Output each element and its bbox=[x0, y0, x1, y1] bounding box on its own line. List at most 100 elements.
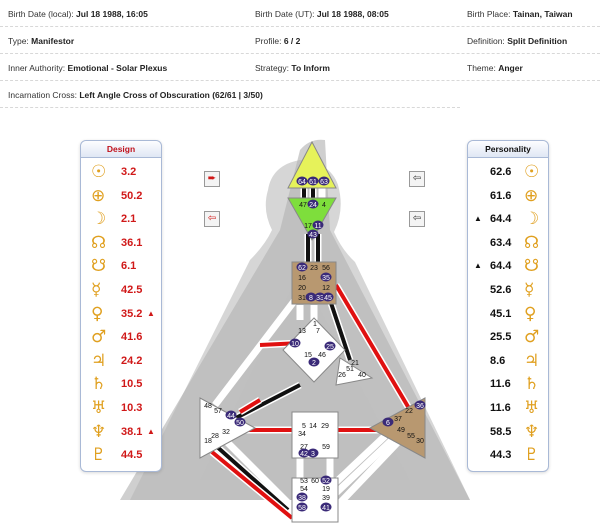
venus-icon: ♀ bbox=[91, 303, 104, 324]
personality-row: ⊕61.6 bbox=[468, 185, 548, 207]
uranus-icon: ♅ bbox=[91, 398, 107, 418]
design-row: ☿ 42.5 bbox=[81, 279, 161, 301]
channel-45-21 bbox=[328, 299, 352, 361]
personality-row: ♄ 11.6 bbox=[468, 373, 548, 395]
neptune-icon: ♆ bbox=[91, 421, 107, 442]
personality-gate-value: 63.4 bbox=[490, 236, 512, 249]
personality-panel-title: Personality bbox=[468, 141, 548, 158]
channel-28-38 bbox=[213, 443, 290, 512]
gate-marker bbox=[318, 176, 330, 186]
moon-icon: ☽ bbox=[524, 209, 540, 230]
neptune-icon: ♆ bbox=[524, 421, 540, 442]
gate-marker bbox=[296, 262, 308, 272]
design-row: ☋ 6.1 bbox=[81, 255, 161, 277]
channel-18-58 bbox=[210, 450, 294, 520]
personality-gate-value: 25.5 bbox=[490, 331, 512, 344]
gate-marker bbox=[307, 448, 319, 458]
gate-number: 59 bbox=[322, 444, 330, 451]
gate-marker bbox=[298, 448, 310, 458]
personality-gate-value: 8.6 bbox=[490, 354, 506, 367]
info-row-4: Incarnation Cross: Left Angle Cross of O… bbox=[0, 81, 460, 108]
channel-20-57 bbox=[213, 298, 297, 407]
design-row: ☽2.1 bbox=[81, 208, 161, 230]
design-gate-value: 6.1 bbox=[121, 260, 137, 273]
design-gate-value: 24.2 bbox=[121, 354, 143, 367]
design-gate-value: 42.5 bbox=[121, 284, 143, 296]
solar-plexus-center bbox=[368, 397, 426, 459]
ego-center bbox=[335, 357, 374, 386]
design-arrow-bottom-icon[interactable]: ⇦ bbox=[204, 211, 220, 227]
info-row-3: Inner Authority: Emotional - Solar Plexu… bbox=[0, 54, 600, 81]
design-gate-value: 44.5 bbox=[121, 449, 143, 462]
gate-number: 3 bbox=[311, 451, 315, 458]
gate-marker bbox=[414, 400, 426, 410]
gate-number: 53 bbox=[300, 478, 308, 485]
gate-number: 38 bbox=[298, 495, 306, 502]
design-row: ♆38.1▲ bbox=[81, 421, 161, 443]
mars-icon: ♂ bbox=[91, 327, 107, 348]
personality-row: ☿ 52.6 bbox=[468, 279, 548, 301]
gate-number: 4 bbox=[322, 202, 326, 209]
pluto-icon: ♇ bbox=[524, 445, 540, 466]
design-gate-value: 38.1 bbox=[121, 425, 143, 438]
personality-gate-value: 62.6 bbox=[490, 166, 512, 178]
channel-30-41 bbox=[336, 438, 402, 507]
gate-marker bbox=[234, 417, 246, 427]
personality-gate-value: 11.6 bbox=[490, 378, 511, 391]
personality-arrow-bottom-icon[interactable]: ⇦ bbox=[409, 211, 425, 227]
saturn-icon: ♄ bbox=[524, 374, 540, 395]
gate-number: 16 bbox=[298, 275, 306, 282]
gate-number: 34 bbox=[298, 431, 306, 438]
gate-number: 22 bbox=[405, 408, 413, 415]
south-node-icon: ☋ bbox=[91, 256, 107, 277]
design-gate-value: 10.5 bbox=[121, 378, 143, 391]
gate-number: 17 bbox=[304, 223, 312, 230]
design-row: ♂ 41.6 bbox=[81, 326, 161, 348]
personality-row: ♃8.6 bbox=[468, 350, 548, 372]
personality-row: ☋64.4▲ bbox=[468, 255, 548, 277]
earth-icon: ⊕ bbox=[91, 185, 106, 206]
design-gate-value: 10.3 bbox=[121, 402, 143, 414]
personality-gate-value: 52.6 bbox=[490, 284, 512, 296]
gate-number: 44 bbox=[227, 413, 235, 420]
design-gate-value: 36.1 bbox=[121, 236, 143, 249]
gate-number: 58 bbox=[298, 505, 306, 512]
gate-marker bbox=[382, 417, 394, 427]
gate-number: 45 bbox=[324, 295, 332, 302]
ajna-center bbox=[287, 197, 337, 242]
gate-marker bbox=[305, 292, 317, 302]
design-gate-value: 35.2 bbox=[121, 307, 143, 320]
gate-number: 12 bbox=[322, 285, 330, 292]
birth-date-local: Birth Date (local): Jul 18 1988, 16:05 bbox=[8, 9, 148, 19]
mercury-icon: ☿ bbox=[91, 280, 102, 300]
design-gate-value: 2.1 bbox=[121, 213, 137, 226]
design-arrow-top-icon[interactable]: ➨ bbox=[204, 171, 220, 187]
birth-date-ut: Birth Date (UT): Jul 18 1988, 08:05 bbox=[255, 9, 389, 19]
gate-number: 55 bbox=[407, 433, 415, 440]
gate-marker bbox=[296, 176, 308, 186]
gate-marker bbox=[296, 502, 308, 512]
personality-gate-value: 64.4 bbox=[490, 213, 512, 226]
gate-number: 13 bbox=[298, 328, 306, 335]
south-node-icon: ☋ bbox=[524, 256, 540, 277]
design-gate-value: 41.6 bbox=[121, 331, 143, 344]
gate-marker bbox=[308, 357, 320, 367]
design-panel: Design ☉3.2⊕50.2☽2.1☊36.1☋6.1☿42.5♀35.2▲… bbox=[80, 140, 162, 472]
gate-number: 41 bbox=[322, 505, 330, 512]
pluto-icon: ♇ bbox=[91, 445, 107, 466]
gate-number: 5 bbox=[302, 423, 306, 430]
personality-arrow-top-icon[interactable]: ⇦ bbox=[409, 171, 425, 187]
saturn-icon: ♄ bbox=[91, 374, 107, 395]
gate-number: 52 bbox=[322, 478, 330, 485]
gate-number: 48 bbox=[204, 403, 212, 410]
gate-number: 1 bbox=[313, 321, 317, 328]
venus-icon: ♀ bbox=[524, 303, 537, 324]
gate-number: 62 bbox=[298, 265, 306, 272]
strategy: Strategy: To Inform bbox=[255, 63, 330, 73]
mercury-icon: ☿ bbox=[524, 280, 535, 300]
gate-number: 28 bbox=[211, 433, 219, 440]
gate-marker bbox=[314, 292, 326, 302]
personality-gate-value: 45.1 bbox=[490, 307, 512, 320]
gate-number: 14 bbox=[309, 423, 317, 430]
gate-marker bbox=[225, 410, 237, 420]
